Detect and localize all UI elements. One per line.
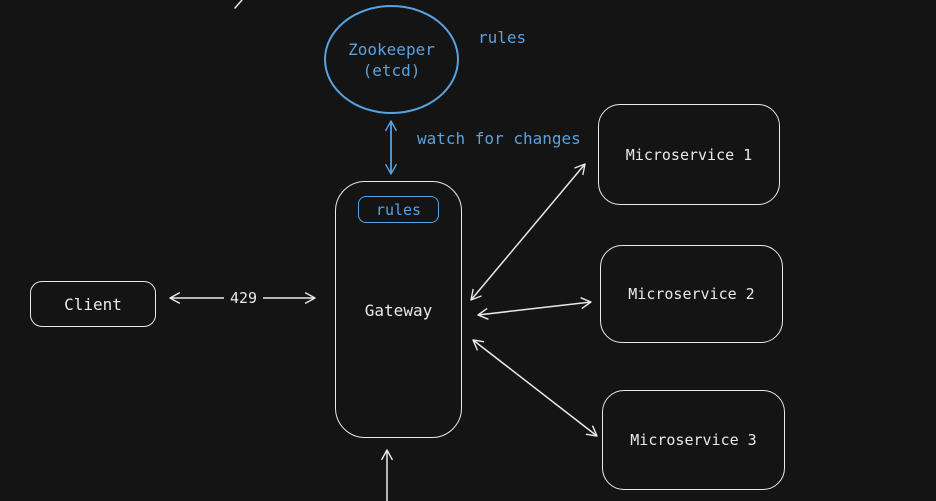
gateway-rules-chip: rules: [358, 196, 439, 223]
edge-gateway-microservice3: [472, 339, 598, 437]
edge-gateway-microservice1: [470, 163, 586, 301]
zookeeper-label-line2: (etcd): [362, 60, 421, 80]
zookeeper-node: Zookeeper (etcd): [324, 5, 459, 114]
clipped-stroke-top-left: [234, 0, 243, 9]
gateway-label: Gateway: [364, 301, 433, 320]
microservice-1-node: Microservice 1: [598, 104, 780, 205]
gateway-node: [335, 181, 462, 438]
edge-gateway-microservice2: [477, 297, 592, 320]
client-node: Client: [30, 281, 156, 327]
microservice-2-node: Microservice 2: [600, 245, 783, 343]
microservice-3-node: Microservice 3: [602, 390, 785, 490]
rate-limit-429-label: 429: [224, 289, 264, 307]
watch-for-changes-label: watch for changes: [417, 129, 581, 148]
zookeeper-label-line1: Zookeeper: [348, 39, 435, 59]
rules-note-label: rules: [478, 28, 527, 47]
